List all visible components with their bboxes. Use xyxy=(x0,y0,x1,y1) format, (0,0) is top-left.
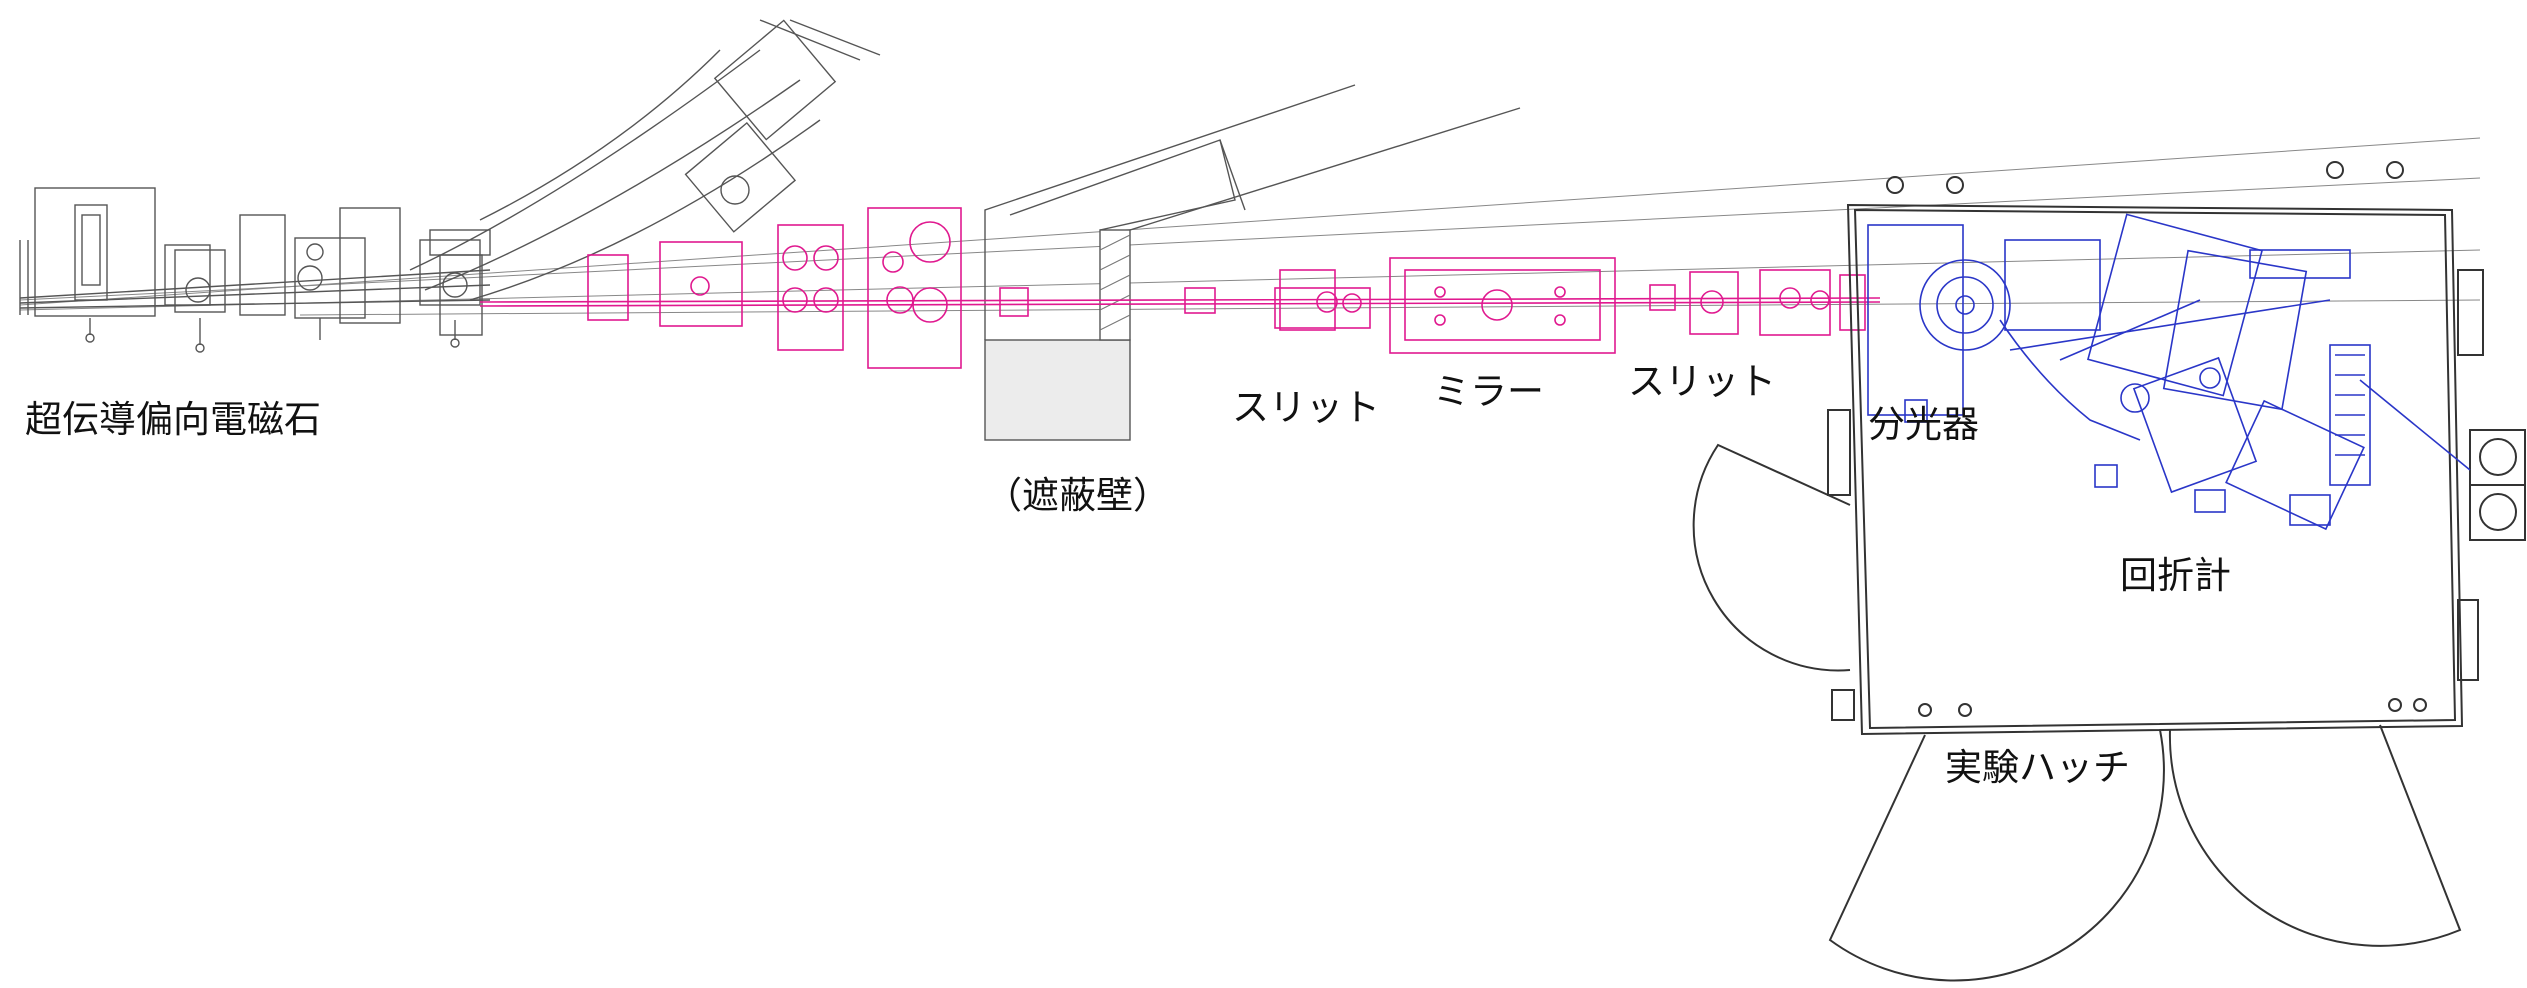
label-mirror: ミラー xyxy=(1433,370,1544,413)
label-diffractometer: 回折計 xyxy=(2120,554,2231,597)
label-bending-magnet: 超伝導偏向電磁石 xyxy=(25,398,321,441)
label-slit-2: スリット xyxy=(1628,360,1776,403)
label-spectrometer: 分光器 xyxy=(1868,403,1979,446)
shield-wall-drawing xyxy=(984,84,1521,441)
label-slit-1: スリット xyxy=(1232,386,1380,429)
hutch-walls xyxy=(1692,161,2526,982)
label-shield-wall: （遮蔽壁） xyxy=(985,474,1170,517)
labels: 超伝導偏向電磁石 （遮蔽壁） スリット ミラー スリット 分光器 回折計 実験ハ… xyxy=(25,360,2231,789)
beamline-optics-drawing xyxy=(479,207,1881,369)
hutch-instruments-drawing xyxy=(1867,213,2471,531)
label-experimental-hutch: 実験ハッチ xyxy=(1945,746,2130,789)
bending-magnet-drawing xyxy=(19,19,881,353)
